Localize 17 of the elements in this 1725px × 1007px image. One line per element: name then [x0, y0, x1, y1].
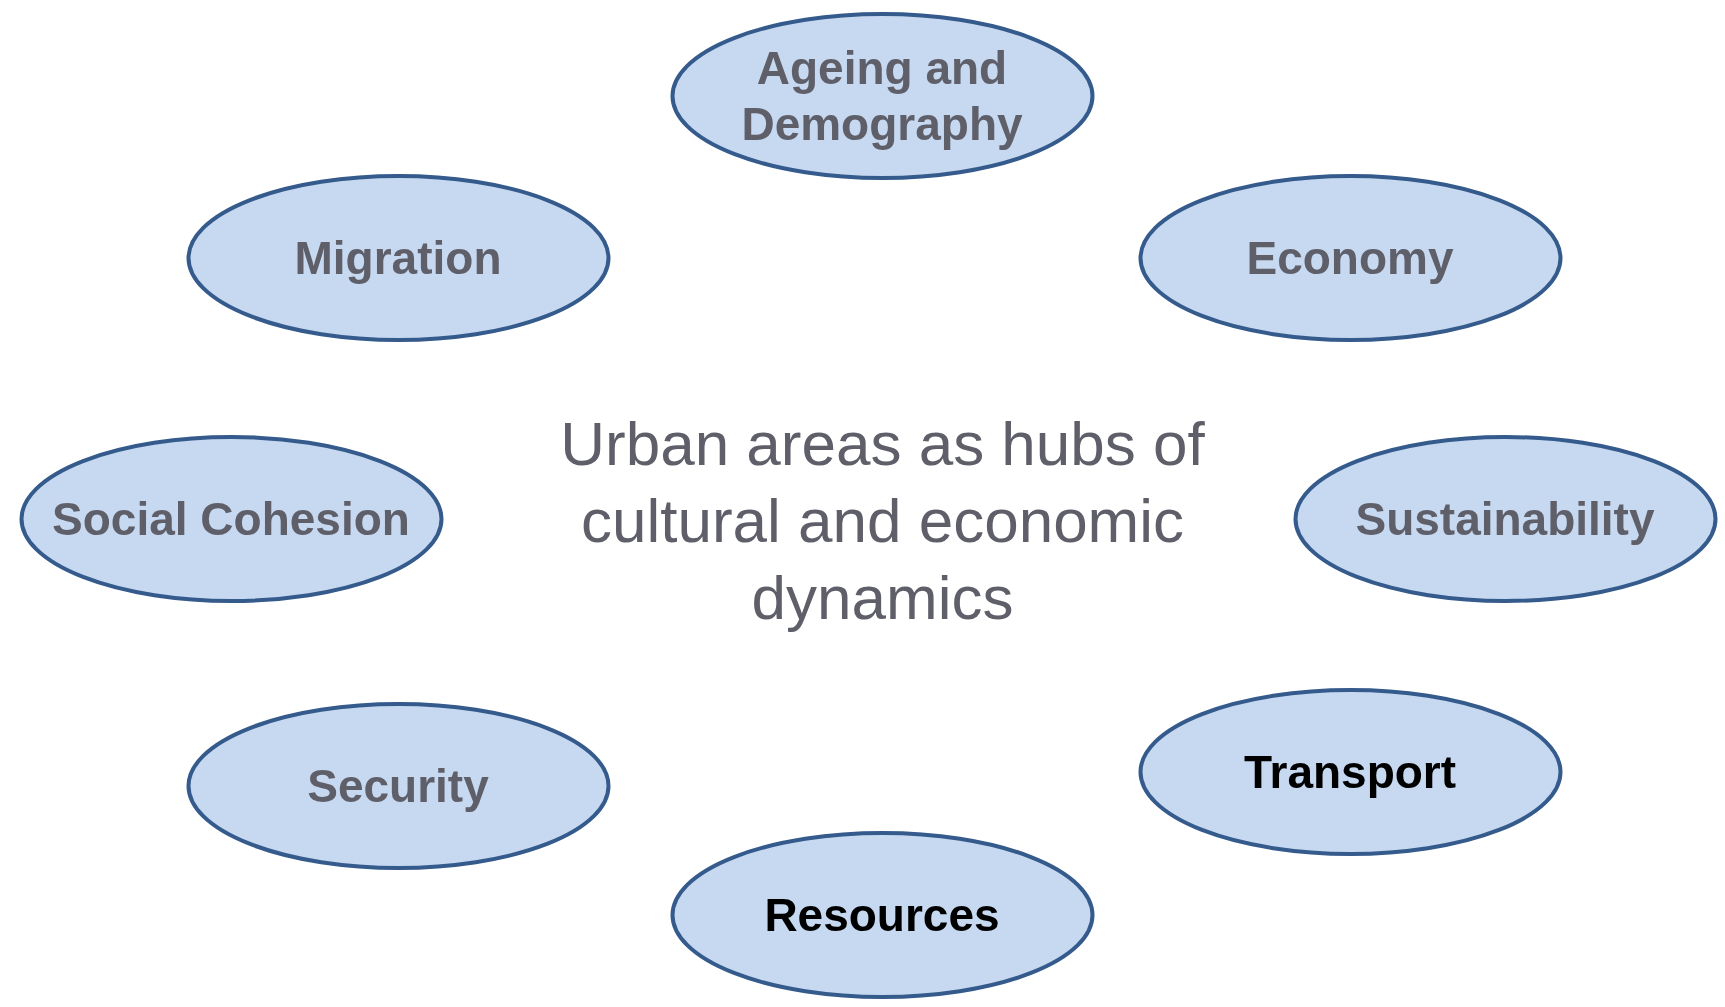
central-theme-text: Urban areas as hubs of cultural and economic dynamics — [560, 408, 1205, 634]
topic-ellipse — [185, 701, 611, 871]
topic-ellipse — [669, 830, 1095, 1000]
topic-ellipse — [1292, 434, 1718, 604]
topic-ellipse — [1137, 173, 1563, 343]
topic-label: Migration — [293, 231, 503, 286]
topic-label: Sustainability — [1354, 492, 1656, 547]
topic-label: Resources — [763, 888, 1001, 943]
topic-label: Security — [306, 759, 490, 814]
topic-ellipse — [1137, 687, 1563, 857]
topic-label: Ageing and Demography — [740, 41, 1024, 152]
topic-label: Social Cohesion — [51, 492, 411, 547]
topic-ellipse — [185, 173, 611, 343]
topic-label: Economy — [1245, 231, 1455, 286]
topic-ellipse — [669, 11, 1095, 181]
topic-label: Transport — [1242, 745, 1458, 800]
topic-ellipse — [18, 434, 444, 604]
